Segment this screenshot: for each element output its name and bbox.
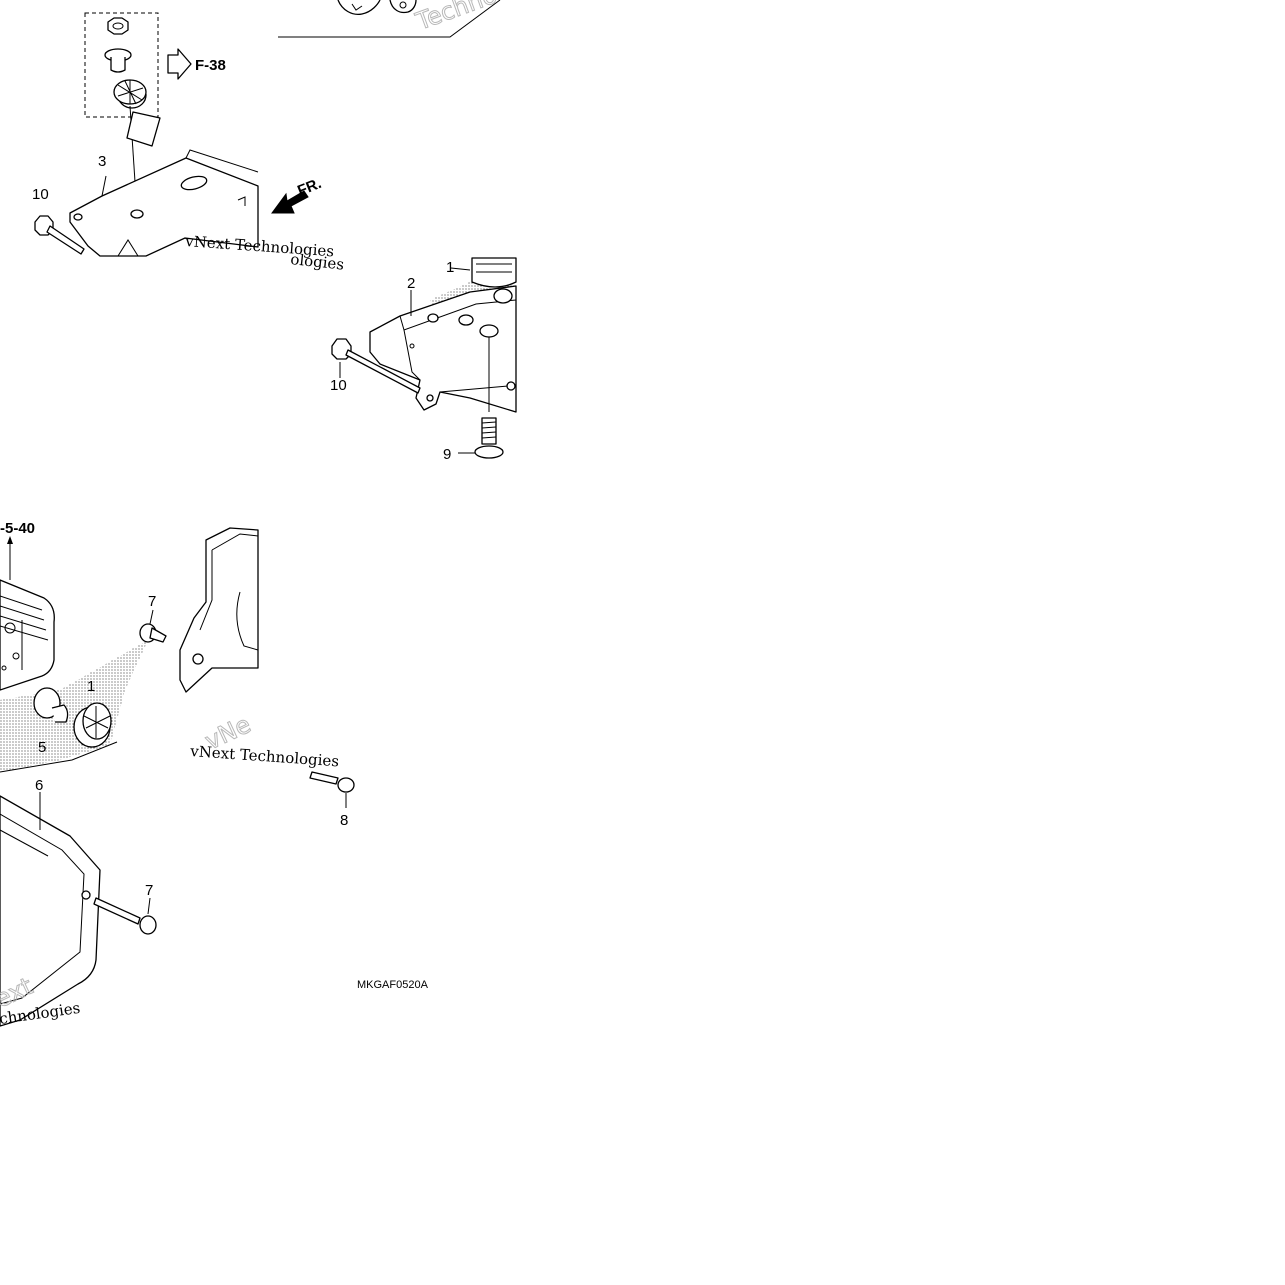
cover-6 <box>0 795 101 1027</box>
bolt-icon <box>331 338 421 394</box>
callout-10: 10 <box>330 377 347 394</box>
callout-1: 1 <box>87 678 95 695</box>
reference-arrow-f38: F-38 <box>167 48 226 80</box>
front-direction-arrow: FR. <box>271 175 324 214</box>
watermark-text-fragment: ologies <box>290 250 345 274</box>
detail-box <box>84 12 159 118</box>
callout-6: 6 <box>35 777 43 794</box>
callout-8: 8 <box>340 812 348 829</box>
grommet-icon <box>113 79 147 109</box>
nut-icon <box>107 17 129 35</box>
modulator-unit <box>0 579 55 691</box>
screw-icon <box>139 623 167 643</box>
bracket-3 <box>69 111 259 257</box>
bolt-icon <box>34 215 85 255</box>
watermark-brand-fragment: Techno <box>412 0 501 36</box>
diagram-code: MKGAF0520A <box>357 979 429 991</box>
callout-10: 10 <box>32 186 49 203</box>
callout-3: 3 <box>98 153 106 170</box>
grommet-icon <box>73 702 112 748</box>
cover-bracket <box>179 527 259 693</box>
screw-icon <box>93 897 157 935</box>
flange-bolt-icon <box>474 417 504 459</box>
bracket-2 <box>369 285 517 413</box>
reference-f38-label: F-38 <box>195 57 226 74</box>
collar-icon <box>104 48 132 73</box>
right-bracket-assembly: 1 2 10 9 ologies <box>290 250 517 463</box>
callout-9: 9 <box>443 446 451 463</box>
top-fragment-parts <box>278 0 501 38</box>
callout-5: 5 <box>38 739 46 756</box>
grommet-icon <box>471 257 517 288</box>
reference-f540-label: -5-40 <box>0 520 35 537</box>
watermark-text: vNext Technologies <box>189 742 340 770</box>
screw-icon <box>309 771 355 793</box>
callout-7: 7 <box>148 593 156 610</box>
callout-2: 2 <box>407 275 415 292</box>
front-direction-label: FR. <box>295 175 324 200</box>
lower-left-assembly: -5-40 <box>0 520 355 1028</box>
collar-icon <box>33 687 69 723</box>
upper-left-assembly: F-38 FR. Techno vNext Technologies <box>32 0 501 260</box>
callout-7: 7 <box>145 882 153 899</box>
callout-1: 1 <box>446 259 454 276</box>
